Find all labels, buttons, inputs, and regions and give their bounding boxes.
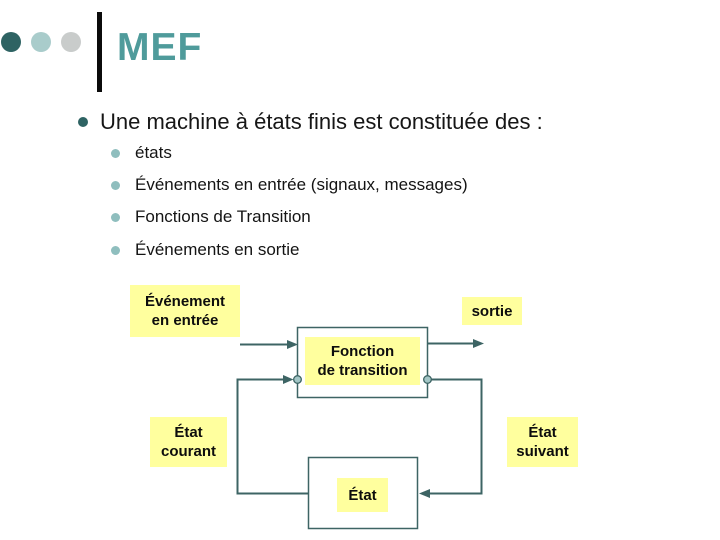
main-bullet-icon bbox=[78, 117, 88, 127]
decorative-dot-gray-icon bbox=[61, 32, 81, 52]
sub-bullet-text-evenements-sortie: Événements en sortie bbox=[135, 240, 300, 259]
title-divider-bar bbox=[97, 12, 102, 92]
sub-bullet-text-etats: états bbox=[135, 143, 172, 162]
output-arrowhead-icon bbox=[473, 339, 484, 348]
sub-bullet-text-fonctions-transition: Fonctions de Transition bbox=[135, 207, 311, 226]
label-state: État bbox=[337, 478, 388, 512]
sub-bullet-icon bbox=[111, 149, 120, 158]
connector-node-left-icon bbox=[293, 375, 302, 384]
sub-bullet-text-evenements-entree: Événements en entrée (signaux, messages) bbox=[135, 175, 468, 194]
current-state-arrowhead-icon bbox=[283, 375, 294, 384]
page-title: MEF bbox=[117, 26, 203, 69]
label-output: sortie bbox=[462, 297, 522, 325]
next-state-path bbox=[429, 378, 483, 495]
connector-node-right-icon bbox=[423, 375, 432, 384]
decorative-dot-dark-icon bbox=[1, 32, 21, 52]
sub-bullet-icon bbox=[111, 181, 120, 190]
label-next-state: État suivant bbox=[507, 417, 578, 467]
next-state-arrowhead-icon bbox=[419, 489, 430, 498]
sub-bullet-icon bbox=[111, 213, 120, 222]
sub-bullet-icon bbox=[111, 246, 120, 255]
label-transition-function: Fonction de transition bbox=[305, 337, 420, 385]
decorative-dot-teal-icon bbox=[31, 32, 51, 52]
label-input-event: Événement en entrée bbox=[130, 285, 240, 337]
input-arrowhead-icon bbox=[287, 340, 298, 349]
main-bullet-text: Une machine à états finis est constituée… bbox=[100, 109, 543, 134]
current-state-path bbox=[236, 378, 308, 495]
label-current-state: État courant bbox=[150, 417, 227, 467]
